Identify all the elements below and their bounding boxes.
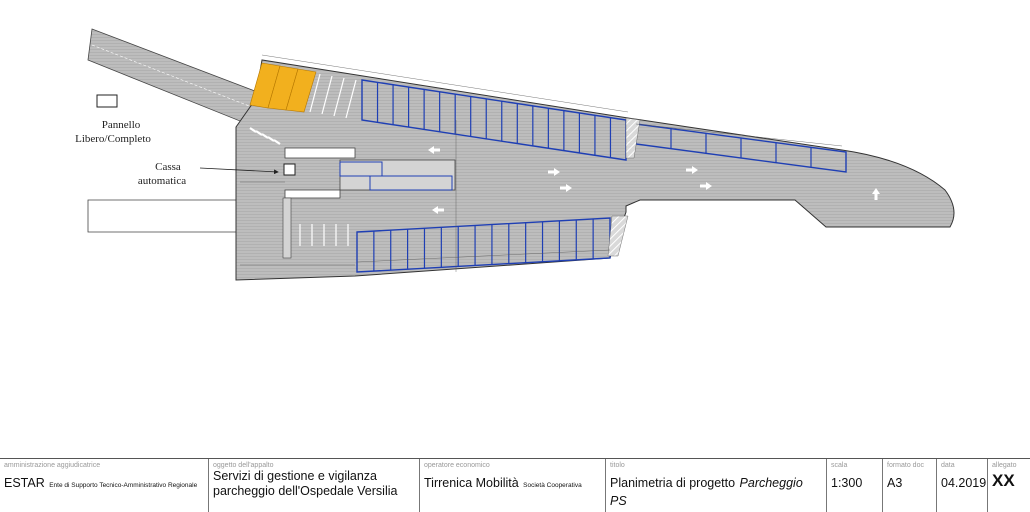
side-road [87, 199, 237, 233]
cash-label-line1: Cassa [155, 161, 181, 173]
white-stalls-bottom [299, 224, 349, 246]
scale-cell: scala 1:300 [827, 459, 883, 512]
title-cell: titolo Planimetria di progetto Parcheggi… [606, 459, 827, 512]
admin-detail: Ente di Supporto Tecnico-Amministrativo … [49, 482, 198, 489]
operator-detail: Società Cooperativa [523, 482, 582, 489]
subject-cell: oggetto dell'appalto Servizi di gestione… [209, 459, 420, 512]
flow-arrow-7 [872, 188, 880, 200]
format-value: A3 [887, 476, 903, 490]
format-caption: formato doc [887, 462, 924, 469]
stall-row-bottom [356, 217, 611, 273]
panel-label-line1: Pannello [102, 119, 141, 131]
flow-arrow-1 [428, 146, 440, 154]
format-cell: formato doc A3 [883, 459, 937, 512]
hatched-zone-bottom [607, 215, 629, 257]
road-centerline [91, 44, 263, 112]
dimension-lines [240, 54, 843, 272]
cash-label-line2: automatica [138, 175, 186, 187]
island-left [284, 147, 356, 159]
title-caption: titolo [610, 462, 625, 469]
flow-arrow-4 [432, 206, 444, 214]
operator-cell: operatore economico Tirrenica Mobilità S… [420, 459, 606, 512]
subject-line1: Servizi di gestione e vigilanza [213, 469, 377, 483]
island-left-vertical [282, 197, 292, 259]
flow-arrows [428, 146, 880, 214]
cash-pointer-arrow [199, 167, 279, 175]
date-cell: data 04.2019 [937, 459, 988, 512]
scale-value: 1:300 [831, 476, 863, 490]
title-text: Planimetria di progetto [610, 476, 736, 490]
flow-arrow-5 [686, 166, 698, 174]
cash-machine-box [283, 163, 296, 176]
operator-caption: operatore economico [424, 462, 490, 469]
title-emphasis: Parcheggio PS [610, 476, 803, 508]
flow-arrow-6 [700, 182, 712, 190]
scale-caption: scala [831, 462, 848, 469]
attachment-cell: allegato XX [988, 459, 1030, 512]
panel-box [96, 94, 118, 108]
flow-arrow-3 [560, 184, 572, 192]
panel-label-line2: Libero/Completo [75, 133, 151, 145]
admin-caption: amministrazione aggiudicatrice [4, 462, 101, 469]
title-block: amministrazione aggiudicatrice ESTAR Ent… [0, 458, 1030, 512]
operator-name: Tirrenica Mobilità [424, 476, 519, 490]
row-top-outline [361, 79, 627, 161]
parking-site-plan: Pannello Libero/Completo Cassa automatic… [75, 28, 955, 281]
pedestrian-crossing [249, 127, 281, 145]
admin-name: ESTAR [4, 476, 45, 490]
date-caption: data [941, 462, 955, 469]
parking-lot-area [235, 59, 955, 281]
reserved-stalls [249, 62, 317, 113]
attachment-caption: allegato [992, 462, 1017, 469]
central-island [339, 159, 456, 191]
access-road [87, 28, 269, 128]
flow-arrow-2 [548, 168, 560, 176]
hatched-zone-top [625, 117, 641, 159]
subject-line2: parcheggio dell'Ospedale Versilia [213, 484, 398, 498]
subject-caption: oggetto dell'appalto [213, 462, 274, 469]
admin-cell: amministrazione aggiudicatrice ESTAR Ent… [0, 459, 209, 512]
island-mid [284, 189, 341, 199]
white-stalls-top [309, 73, 357, 119]
island-stalls [339, 161, 383, 177]
stall-row-top [361, 79, 627, 161]
island-stalls-2 [369, 175, 453, 191]
attachment-value: XX [992, 471, 1015, 490]
date-value: 04.2019 [941, 476, 987, 490]
